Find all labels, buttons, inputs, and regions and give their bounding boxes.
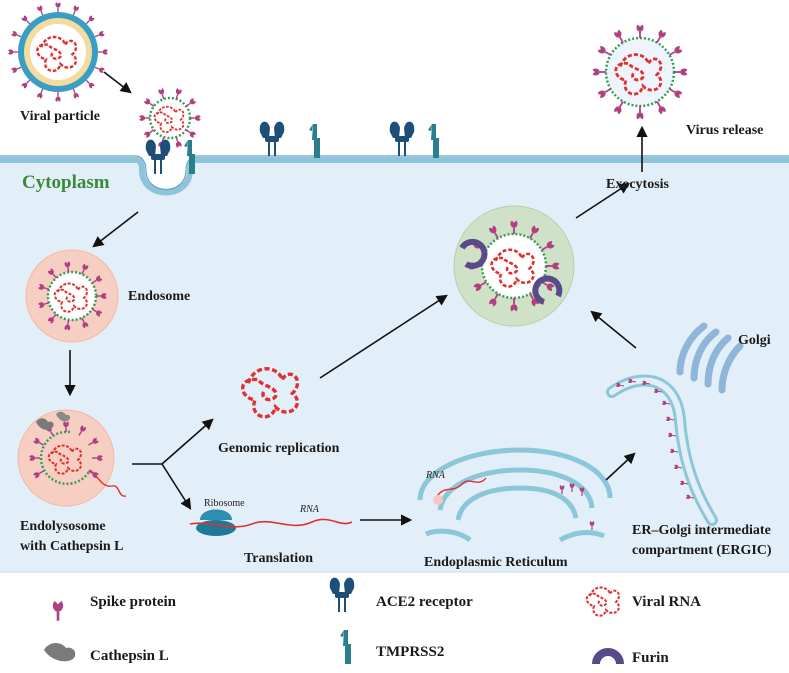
legend-label-spike: Spike protein — [90, 594, 177, 610]
arrow-vesicle-to-exocytosis — [575, 182, 630, 219]
cathepsin-l-in-endolysosome — [36, 418, 54, 430]
spike-protein — [55, 2, 61, 12]
cathepsin-l-icon — [44, 643, 76, 662]
exocytosis-label: Exocytosis — [606, 177, 670, 192]
arrow-er-to-ergic — [605, 452, 636, 481]
endolysosome-label-line1: Endolysosome — [20, 519, 106, 534]
virion-docking — [139, 87, 201, 149]
cytoplasm-region — [0, 155, 789, 573]
spike-protein — [93, 64, 106, 74]
golgi-label: Golgi — [738, 333, 771, 348]
endosome — [25, 249, 119, 343]
endoplasmic-reticulum-label: Endoplasmic Reticulum — [424, 555, 568, 570]
spike-protein — [93, 30, 106, 40]
cytoplasm-label: Cytoplasm — [22, 172, 110, 193]
rna-label-er: RNA — [425, 470, 446, 481]
spike-protein — [592, 68, 606, 76]
assembly-vesicle — [453, 205, 575, 327]
ergic-label-line2: compartment (ERGIC) — [632, 543, 772, 558]
tmprss2-membrane-2 — [428, 124, 439, 158]
arrow-to-endosome — [92, 211, 139, 248]
spike-protein — [173, 136, 183, 149]
legend-item-furin: Furin — [592, 648, 669, 666]
legend-item-tmprss2: TMPRSS2 — [340, 630, 444, 664]
spike-protein — [636, 106, 644, 120]
arrow-to-translation — [161, 463, 192, 510]
spike-protein — [70, 87, 80, 100]
translation-label: Translation — [244, 551, 313, 566]
legend-label-furin: Furin — [632, 650, 669, 666]
viral-particle-label: Viral particle — [20, 109, 100, 124]
spike-protein — [36, 87, 46, 100]
legend: Spike protein ACE2 receptor Viral RNA Ca… — [44, 577, 701, 666]
endolysosome-label-line2: with Cathepsin L — [20, 539, 123, 554]
translation-rna-strand — [189, 518, 353, 528]
ace2-at-docking — [145, 139, 171, 174]
endosome-label: Endosome — [128, 289, 190, 304]
arrow-golgi-to-vesicle — [590, 310, 637, 349]
spike-protein — [98, 49, 108, 55]
spike-protein — [190, 115, 201, 121]
arrow-replication-to-vesicle — [319, 294, 448, 379]
legend-item-spike: Spike protein — [52, 594, 177, 621]
endolysosome — [17, 409, 127, 507]
legend-label-viral-rna: Viral RNA — [632, 594, 701, 610]
legend-label-ace2: ACE2 receptor — [376, 594, 473, 610]
ribosome-label: Ribosome — [204, 498, 245, 509]
spike-protein — [10, 64, 23, 74]
tmprss2-icon — [340, 630, 351, 664]
er-rna-bound — [433, 477, 487, 505]
arrow-particle-to-membrane — [103, 71, 132, 94]
tmprss2-membrane-1 — [309, 124, 320, 158]
spike-protein — [674, 68, 688, 76]
ace2-receptor-icon — [329, 577, 355, 612]
spike-protein — [139, 115, 150, 121]
spike-protein — [173, 87, 183, 100]
ace2-receptor-membrane-1 — [259, 121, 285, 156]
furin-in-vesicle-2 — [532, 275, 563, 305]
spike-protein — [8, 49, 18, 55]
spike-protein — [70, 4, 80, 17]
spike-protein — [36, 4, 46, 17]
arrow-to-genomic-replication — [161, 418, 214, 465]
legend-item-viral-rna: Viral RNA — [585, 586, 701, 617]
legend-item-ace2: ACE2 receptor — [329, 577, 473, 612]
spike-protein — [636, 24, 644, 38]
ergic — [606, 374, 718, 526]
ergic-label-line1: ER–Golgi intermediate — [632, 523, 771, 538]
golgi — [676, 322, 744, 394]
ace2-receptor-membrane-2 — [389, 121, 415, 156]
viral-particle-large — [8, 2, 108, 102]
virus-release-label: Virus release — [686, 123, 763, 138]
rna-label-translation: RNA — [299, 504, 320, 515]
spike-protein — [10, 30, 23, 40]
legend-item-cathepsin: Cathepsin L — [44, 643, 169, 664]
genomic-replication-label: Genomic replication — [218, 441, 340, 456]
viral-rna-icon — [585, 586, 621, 617]
legend-label-tmprss2: TMPRSS2 — [376, 644, 444, 660]
spike-protein — [55, 92, 61, 102]
furin-in-vesicle-1 — [459, 238, 488, 269]
released-virus — [592, 24, 688, 120]
legend-label-cathepsin: Cathepsin L — [90, 648, 169, 664]
spike-protein-icon — [52, 601, 64, 621]
furin-icon — [592, 648, 624, 665]
